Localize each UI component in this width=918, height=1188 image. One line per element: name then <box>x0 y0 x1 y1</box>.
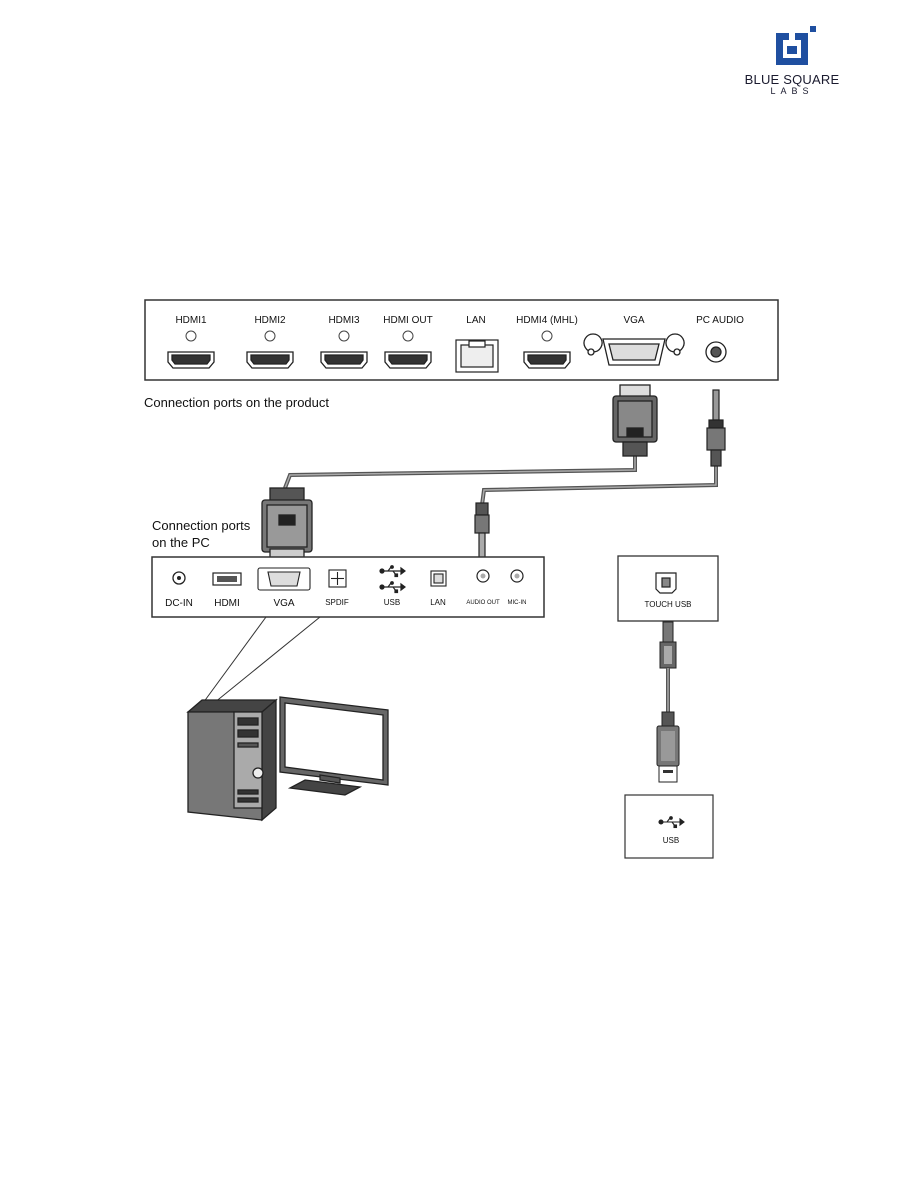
touch-usb-label: TOUCH USB <box>645 600 692 609</box>
pc-vga-port-icon <box>257 567 311 591</box>
vga-cable <box>283 455 637 489</box>
audio-cable <box>480 465 718 506</box>
product-panel-caption: Connection ports on the product <box>144 395 329 410</box>
usb-b-port-icon <box>655 572 677 594</box>
audio-jack-icon <box>705 341 727 363</box>
product-port-label-hdmi-out: HDMI OUT <box>383 315 432 326</box>
usb-port-panel: USB <box>624 794 714 859</box>
pc-port-label-dc-in: DC-IN <box>165 598 193 609</box>
logo-brand-name: BLUE SQUARE <box>744 72 840 87</box>
pc-port-label-mic-in: MIC-IN <box>508 600 527 606</box>
product-port-label-lan: LAN <box>466 315 485 326</box>
logo-mark-icon <box>776 26 816 65</box>
vga-plug-icon <box>612 384 658 457</box>
vga-port-icon <box>583 333 685 366</box>
audio-plug-pc-icon <box>474 502 490 564</box>
pc-port-label-hdmi: HDMI <box>214 598 240 609</box>
product-port-label-hdmi4: HDMI4 (MHL) <box>516 315 578 326</box>
product-port-label-hdmi1: HDMI1 <box>175 315 207 326</box>
desktop-computer-icon <box>186 696 389 822</box>
touch-usb-panel: TOUCH USB <box>617 555 719 622</box>
pc-port-label-audio-out: AUDIO OUT <box>466 600 500 606</box>
callout-lines <box>202 616 321 704</box>
product-port-label-vga: VGA <box>623 315 644 326</box>
logo-brand-sub: LABS <box>770 86 814 96</box>
audio-plug-icon <box>706 389 726 467</box>
usb-cable <box>656 621 680 783</box>
product-port-panel: HDMI1 HDMI2 HDMI3 HDMI OUT LAN HDMI4 (MH… <box>144 299 779 381</box>
usb-icon <box>658 816 685 829</box>
pc-port-label-spdif: SPDIF <box>325 598 349 607</box>
pc-port-label-vga: VGA <box>273 598 294 609</box>
usb-port-label: USB <box>663 836 679 845</box>
lan-port-icon <box>455 339 499 373</box>
usb-icon <box>379 565 406 594</box>
pc-port-label-lan: LAN <box>430 598 446 607</box>
hdmi-port-icon <box>167 351 571 369</box>
company-logo: BLUE SQUARE LABS <box>734 24 854 98</box>
product-port-label-hdmi2: HDMI2 <box>254 315 286 326</box>
product-port-label-pc-audio: PC AUDIO <box>696 315 744 326</box>
pc-port-panel: DC-IN HDMI VGA SPDIF USB LAN AUDIO OUT M… <box>151 556 545 618</box>
pc-panel-caption-line1: Connection ports <box>152 518 251 533</box>
pc-lan-port-icon <box>430 570 447 587</box>
product-port-label-hdmi3: HDMI3 <box>328 315 360 326</box>
spdif-port-icon <box>328 569 347 588</box>
pc-port-label-usb: USB <box>384 598 400 607</box>
vga-plug-pc-icon <box>261 487 313 560</box>
pc-panel-caption-line2: on the PC <box>152 535 210 550</box>
